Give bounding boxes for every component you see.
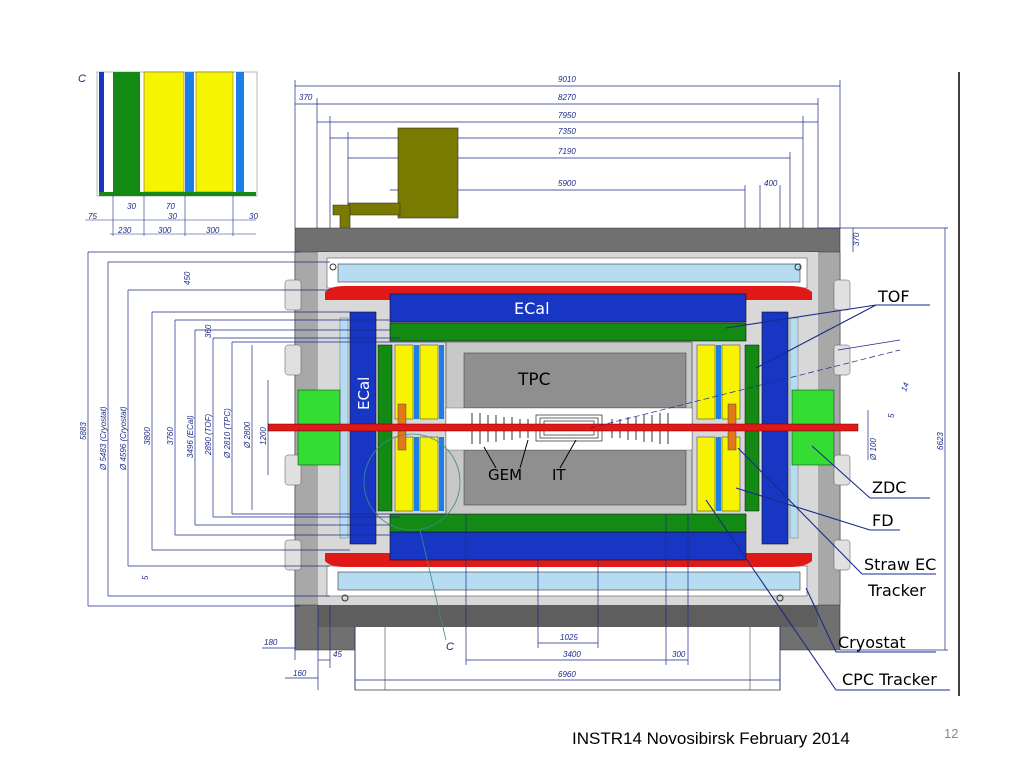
inset-tof: [113, 72, 140, 192]
inset-straw-1: [185, 72, 194, 192]
dim-7190: 7190: [558, 147, 576, 156]
inset-label-c: C: [78, 73, 86, 85]
dim-160: 160: [293, 669, 307, 678]
cpc-tracker-label: CPC Tracker: [842, 670, 937, 689]
dim-angle: 14: [899, 381, 911, 393]
inset-fd-1: [143, 71, 185, 193]
section-c-marker: C: [446, 641, 454, 653]
ecal-barrel-bottom: [389, 531, 747, 561]
inset-dim-3: 30: [168, 212, 177, 221]
bottom-dimension-lines: [262, 514, 781, 690]
fd-label: FD: [872, 511, 894, 530]
inset-dim-4: 30: [249, 212, 258, 221]
dim-450: 450: [183, 271, 192, 285]
dim-3800: 3800: [143, 427, 152, 445]
dim-5-left: 5: [141, 575, 150, 580]
tpc-label: TPC: [517, 370, 551, 390]
footer-text: INSTR14 Novosibirsk February 2014: [572, 729, 850, 748]
dim-370-top: 370: [299, 93, 313, 102]
dim-4596: Ø 4596 (Cryostat): [119, 406, 128, 471]
dim-7350: 7350: [558, 127, 576, 136]
fd-left: [394, 344, 444, 512]
dim-45: 45: [333, 650, 342, 659]
left-dimension-lines: [87, 251, 446, 607]
dim-7950: 7950: [558, 111, 576, 120]
dim-9010: 9010: [558, 75, 576, 84]
zdc-label: ZDC: [872, 478, 906, 497]
dim-5483: Ø 5483 (Cryostat): [99, 406, 108, 471]
inset-dim-8: 300: [206, 226, 220, 235]
support-structure: [332, 127, 459, 259]
inset-dim-1: 30: [127, 202, 136, 211]
dim-400: 400: [764, 179, 778, 188]
zdc-left-top: [297, 389, 341, 425]
inset-section-c: C 30 70 30 30 75 230 300 300: [78, 71, 258, 236]
dim-1025: 1025: [560, 633, 578, 642]
inset-straw-2: [236, 72, 244, 192]
fd-right: [696, 344, 741, 512]
dim-180: 180: [264, 638, 278, 647]
dim-5900: 5900: [558, 179, 576, 188]
dim-6960: 6960: [558, 670, 576, 679]
right-dimension-lines: [589, 227, 948, 651]
cryostat: [326, 257, 808, 602]
inset-dim-6: 230: [117, 226, 132, 235]
dim-1200: 1200: [259, 427, 268, 445]
inset-dim-5: 75: [88, 212, 97, 221]
zdc-right-top: [791, 389, 835, 425]
tof-barrel-top: [389, 322, 747, 342]
dim-370-right: 370: [852, 232, 861, 246]
dim-100: Ø 100: [869, 438, 878, 461]
dim-360: 360: [204, 324, 213, 338]
leader-lines: [705, 304, 950, 691]
ecal-barrel-top: [389, 293, 747, 323]
zdc-left-bottom: [297, 430, 341, 466]
ecal-endcap-label: ECal: [355, 377, 373, 410]
page-number: 12: [944, 726, 959, 741]
dim-2800: Ø 2800: [243, 421, 252, 449]
dim-3760: 3760: [166, 427, 175, 445]
gem-label: GEM: [488, 466, 522, 484]
section-c-circle: [363, 433, 461, 531]
tof-barrel-bottom: [389, 513, 747, 533]
it-label: IT: [552, 466, 566, 484]
inset-dim-2: 70: [166, 202, 175, 211]
dim-3496: 3496 (ECal): [186, 415, 195, 458]
dim-300-bottom: 300: [672, 650, 686, 659]
inset-dim-7: 300: [158, 226, 172, 235]
dim-2890: 2890 (TOF): [204, 413, 213, 456]
dim-5-right: 5: [887, 413, 896, 418]
cryostat-label: Cryostat: [838, 633, 906, 652]
straw-label-line1: Straw EC: [864, 555, 936, 574]
beam-pipe: [267, 423, 859, 432]
tof-label: TOF: [877, 287, 910, 306]
ecal-label: ECal: [514, 299, 550, 318]
dim-8270: 8270: [558, 93, 576, 102]
straw-label-line2: Tracker: [867, 581, 926, 600]
inset-fd-2: [195, 71, 234, 193]
dim-6623: 6623: [936, 432, 945, 450]
inset-ecal: [99, 72, 104, 196]
dim-5883: 5883: [79, 422, 88, 440]
dim-3400: 3400: [563, 650, 581, 659]
dim-2810: Ø 2810 (TPC): [223, 408, 232, 459]
inner-leaders: [483, 439, 577, 469]
